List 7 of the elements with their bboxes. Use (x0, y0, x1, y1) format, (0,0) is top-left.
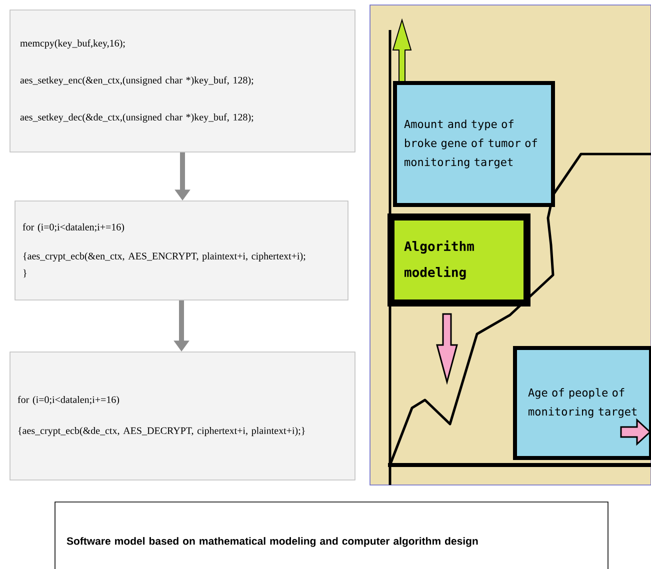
code-box: for (i=0;i<datalen;i+=16) {aes_crypt_ecb(&en_ctx, AES_ENCRYPT, plaintext+i, ciphertext+i); } (14, 200, 348, 300)
caption-box: Software model based on mathematical modeling and computer algorithm design (54, 502, 608, 569)
label-box: Amount and type of broke gene of tumor of monitoring target (393, 81, 555, 207)
label-box: Algorithm modeling (388, 214, 530, 306)
code-box: for (i=0;i<datalen;i+=16) {aes_crypt_ecb(&de_ctx, AES_DECRYPT, ciphertext+i, plaintext+i);} (10, 352, 356, 480)
label-box: Age of people of monitoring target (513, 346, 651, 460)
code-box: memcpy(key_buf,key,16); aes_setkey_enc(&en_ctx,(unsigned char *)key_buf, 128); aes_setkey_dec(&de_ctx,(unsigned char *)key_buf, 128); (10, 10, 356, 152)
